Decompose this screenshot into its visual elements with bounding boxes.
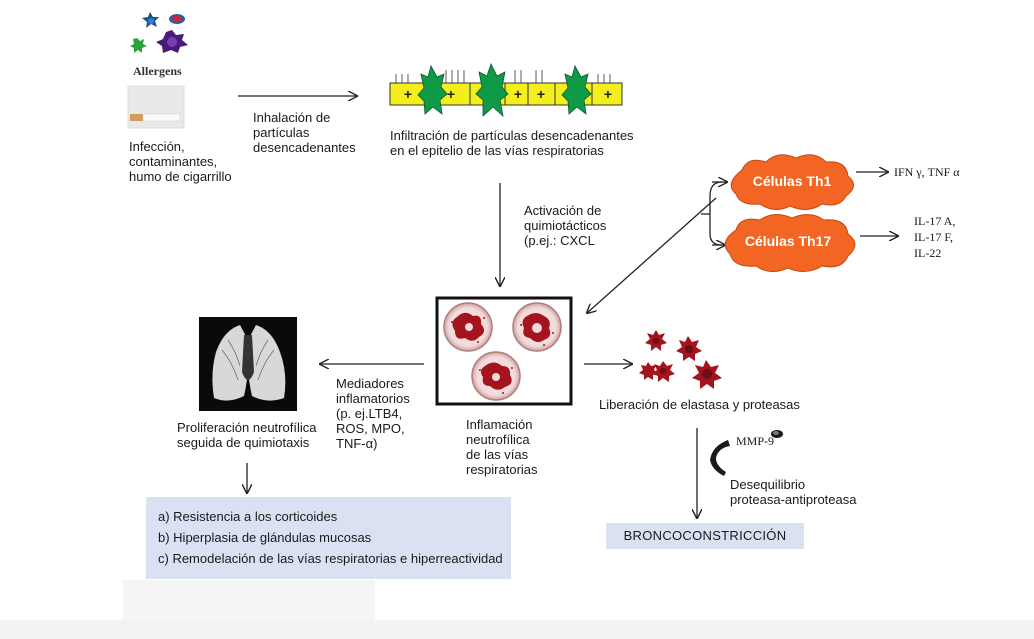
svg-text:+: + — [604, 86, 612, 102]
allergen-icons — [130, 12, 188, 53]
inflammation-line: respiratorias — [466, 462, 538, 477]
cigarette-image — [127, 85, 185, 129]
bronchoconstriction-box: BRONCOCONSTRICCIÓN — [606, 523, 804, 549]
th1-label: Células Th1 — [752, 173, 832, 189]
elastase-particles — [639, 330, 722, 389]
outcome-b: b) Hiperplasia de glándulas mucosas — [158, 530, 372, 545]
inhalation-line: partículas — [253, 125, 310, 140]
th17-label: Células Th17 — [744, 233, 832, 249]
mediators-line: (p. ej.LTB4, — [336, 406, 403, 421]
inhalation-label: Inhalación de partículas desencadenantes — [253, 110, 356, 155]
neutrophil-box — [435, 296, 573, 406]
th17-output-line: IL-22 — [914, 246, 942, 260]
sources-line: contaminantes, — [129, 154, 218, 169]
svg-text:+: + — [514, 86, 522, 102]
svg-text:+: + — [537, 86, 545, 102]
mmp9-label: MMP-9 — [736, 434, 775, 448]
imbalance-line: proteasa-antiproteasa — [730, 492, 857, 507]
sources-label: Infección, contaminantes, humo de cigarr… — [129, 139, 232, 184]
outcomes-box: a) Resistencia a los corticoides b) Hipe… — [146, 497, 511, 579]
mediators-line: Mediadores — [336, 376, 404, 391]
mediators-label: Mediadores inflamatorios (p. ej.LTB4, RO… — [336, 376, 410, 451]
arrow-th-to-neutrophils — [587, 197, 717, 313]
th-bracket — [701, 181, 723, 246]
lung-xray-image — [199, 317, 297, 411]
inflammation-line: Inflamación — [466, 417, 533, 432]
inflammation-line: neutrofílica — [466, 432, 530, 447]
outcome-a: a) Resistencia a los corticoides — [158, 509, 338, 524]
bottom-strip — [0, 620, 1034, 639]
proliferation-label: Proliferación neutrofílica seguida de qu… — [177, 420, 316, 450]
th1-output: IFN γ, TNF α — [894, 165, 960, 179]
imbalance-line: Desequilibrio — [730, 477, 806, 492]
inflammation-label: Inflamación neutrofílica de las vías res… — [466, 417, 538, 477]
th17-output-line: IL-17 F, — [914, 230, 954, 244]
svg-text:+: + — [447, 86, 455, 102]
svg-text:+: + — [404, 86, 412, 102]
th17-output: IL-17 A, IL-17 F, IL-22 — [914, 213, 955, 261]
proliferation-line: seguida de quimiotaxis — [177, 435, 310, 450]
infiltration-label: Infiltración de partículas desencadenant… — [390, 128, 634, 158]
sources-line: Infección, — [129, 139, 185, 154]
proliferation-line: Proliferación neutrofílica — [177, 420, 317, 435]
inhalation-line: Inhalación de — [253, 110, 331, 125]
infiltration-line: Infiltración de partículas desencadenant… — [390, 128, 634, 143]
mediators-line: inflamatorios — [336, 391, 410, 406]
outcome-c: c) Remodelación de las vías respiratoria… — [158, 551, 503, 566]
activation-line: Activación de — [524, 203, 602, 218]
mediators-line: ROS, MPO, — [336, 421, 405, 436]
activation-line: (p.ej.: CXCL — [524, 233, 595, 248]
allergens-label: Allergens — [133, 64, 182, 78]
th17-output-line: IL-17 A, — [914, 214, 956, 228]
mediators-line: TNF-α) — [336, 436, 378, 451]
activation-line: quimiotácticos — [524, 218, 607, 233]
th17-cloud — [724, 214, 856, 272]
th1-cloud — [730, 154, 854, 210]
infiltration-line: en el epitelio de las vías respiratorias — [390, 143, 604, 158]
sources-line: humo de cigarrillo — [129, 169, 232, 184]
mmp9-icon — [710, 430, 783, 476]
epithelium-graphic: + + + + + — [389, 62, 623, 118]
inhalation-line: desencadenantes — [253, 140, 356, 155]
imbalance-label: Desequilibrio proteasa-antiproteasa — [730, 477, 856, 507]
inflammation-line: de las vías — [466, 447, 529, 462]
release-label: Liberación de elastasa y proteasas — [599, 397, 800, 412]
activation-label: Activación de quimiotácticos (p.ej.: CXC… — [524, 203, 606, 248]
